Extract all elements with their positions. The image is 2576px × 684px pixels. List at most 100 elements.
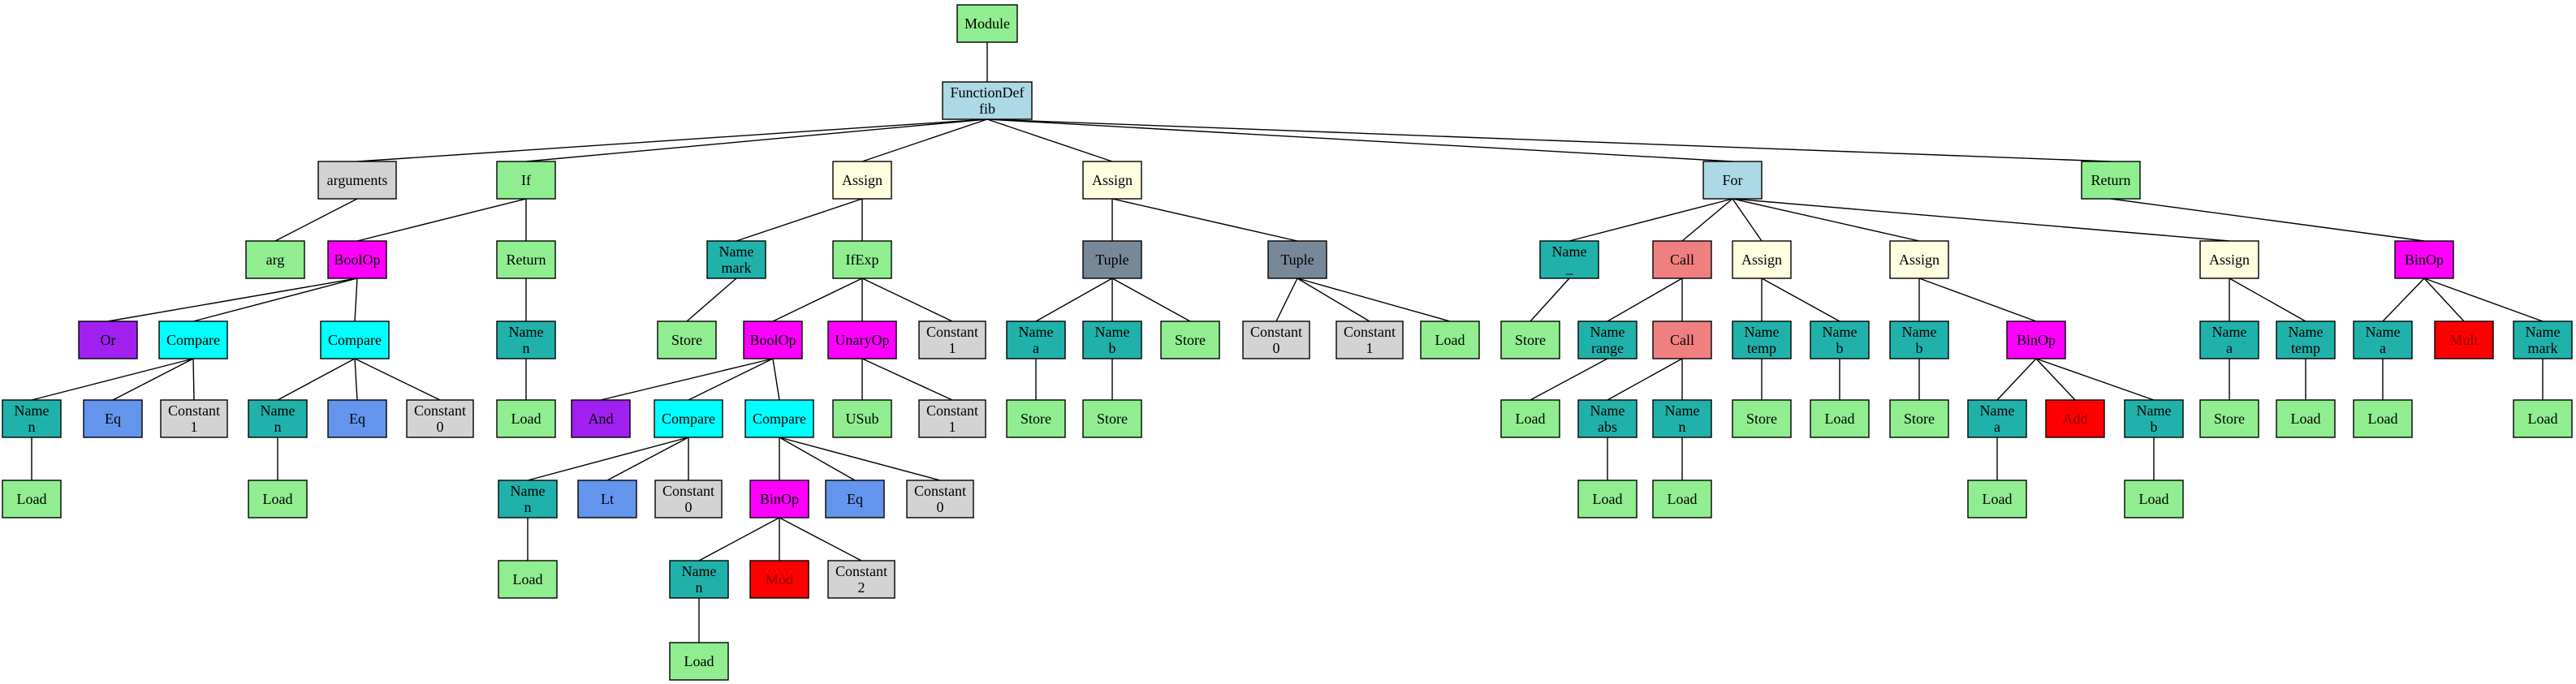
node-value-label: _ (1565, 260, 1574, 276)
ast-node-op_usub: USub (832, 399, 892, 438)
node-type-label: Store (671, 332, 702, 348)
node-box (832, 240, 892, 279)
ast-node-load: Load (1652, 480, 1712, 518)
edge-n27-n30 (606, 437, 689, 481)
node-type-label: If (521, 172, 531, 188)
node-type-label: For (1722, 172, 1742, 188)
ast-node-store: Store (1006, 399, 1066, 438)
node-box (918, 320, 986, 359)
edge-n55-n80 (1732, 198, 2230, 242)
node-type-label: Constant (168, 402, 220, 419)
node-type-label: Store (1097, 411, 1128, 427)
node-type-label: arguments (327, 172, 388, 188)
node-box (1577, 320, 1638, 359)
node-value-label: abs (1598, 419, 1617, 435)
edge-n66-n69 (1761, 277, 1840, 322)
node-box (498, 560, 558, 599)
edge-n40-n42 (861, 358, 953, 401)
node-type-label: IfExp (846, 252, 879, 268)
node-type-label: Name (682, 563, 717, 579)
ast-node-load: Load (669, 642, 729, 681)
node-box (1732, 240, 1792, 279)
node-type-label: Name (1552, 243, 1587, 260)
ast-node-compare: Compare (744, 399, 814, 438)
node-value-label: n (274, 419, 282, 435)
node-box (406, 399, 474, 438)
edge-n6-n13 (354, 277, 358, 322)
node-box (825, 480, 885, 518)
ast-node-store: Store (657, 320, 717, 359)
node-value-label: 1 (191, 419, 198, 435)
node-type-label: Assign (1741, 252, 1782, 268)
edge-n5-n6 (356, 198, 527, 242)
node-type-label: Compare (166, 332, 220, 348)
edge-n61-n62 (1607, 358, 1683, 401)
ast-node-boolop: BoolOp (327, 240, 387, 279)
ast-node-load: Load (1967, 480, 2027, 518)
node-type-label: Load (2291, 411, 2321, 427)
edge-n24-n43 (861, 277, 953, 322)
node-box (832, 399, 892, 438)
node-value-label: 2 (858, 579, 865, 596)
node-type-label: USub (845, 411, 878, 427)
ast-node-tuple: Tuple (1082, 240, 1142, 279)
node-box (496, 240, 556, 279)
node-type-label: Or (101, 332, 116, 348)
node-box (2276, 320, 2336, 359)
node-type-label: Load (263, 491, 293, 507)
edge-n2-n85 (986, 118, 2112, 162)
node-box (2276, 399, 2336, 438)
node-type-label: Store (2214, 411, 2245, 427)
node-box (496, 161, 556, 200)
node-type-label: Name (1019, 324, 1054, 340)
node-box (1577, 399, 1638, 438)
node-type-label: Constant (835, 563, 887, 579)
ast-node-assign: Assign (1082, 161, 1142, 200)
node-type-label: Name (1902, 324, 1937, 340)
node-type-label: Load (684, 653, 714, 669)
node-type-label: Eq (349, 411, 365, 427)
node-type-label: Load (1983, 491, 2013, 507)
ast-node-binop: BinOp (749, 480, 809, 518)
node-type-label: Name (2526, 324, 2561, 340)
node-box (317, 161, 397, 200)
node-box (906, 480, 974, 518)
ast-node-op_cmp: Eq (83, 399, 143, 438)
ast-node-return: Return (496, 240, 556, 279)
node-box (577, 480, 637, 518)
edge-n13-n16 (354, 358, 358, 401)
ast-node-store: Store (1500, 320, 1560, 359)
node-type-label: Constant (1344, 324, 1396, 340)
node-box (1242, 320, 1310, 359)
node-box (749, 560, 809, 599)
node-box (1652, 320, 1712, 359)
node-box (2513, 399, 2573, 438)
ast-node-name: Name_ (1539, 240, 1599, 279)
node-type-label: Constant (1250, 324, 1302, 340)
node-type-label: Load (511, 411, 542, 427)
edge-n85-n86 (2110, 198, 2425, 242)
node-box (1702, 161, 1763, 200)
node-box (1889, 240, 1949, 279)
node-type-label: Store (1904, 411, 1935, 427)
node-type-label: Lt (601, 491, 614, 507)
node-value-label: b (2151, 419, 2158, 435)
edge-n74-n75 (1996, 358, 2037, 401)
node-type-label: FunctionDef (951, 84, 1025, 101)
edge-n51-n54 (1297, 277, 1451, 322)
node-type-label: Load (513, 571, 543, 587)
node-value-label: temp (2291, 340, 2320, 356)
node-box (1420, 320, 1480, 359)
node-type-label: BinOp (2405, 252, 2444, 268)
node-type-label: BinOp (2017, 332, 2056, 348)
node-type-label: And (589, 411, 614, 427)
edge-n32-n39 (779, 437, 941, 481)
